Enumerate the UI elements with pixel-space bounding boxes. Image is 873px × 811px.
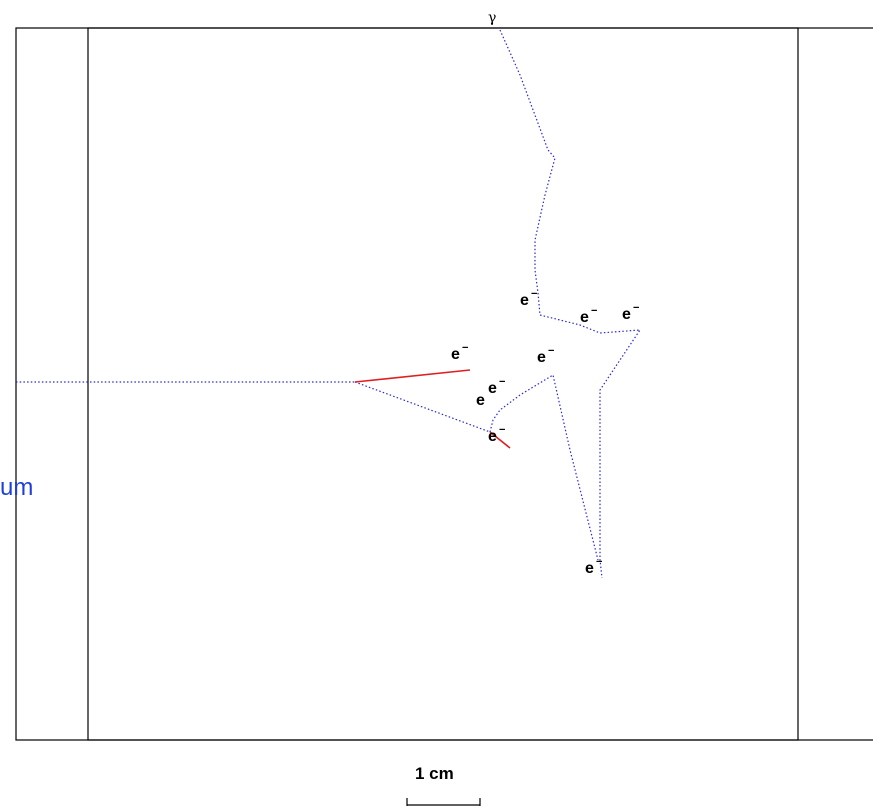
- inner-frame: [87, 27, 799, 741]
- svg-text:e: e: [488, 428, 497, 445]
- svg-text:e: e: [451, 346, 460, 363]
- svg-text:e: e: [537, 349, 546, 366]
- electron-tracks: [354, 369, 511, 449]
- photon-track-middle: [489, 374, 599, 561]
- scale-bar: [406, 798, 481, 806]
- electron-label-6: e −: [488, 376, 505, 397]
- photon-label: γ: [488, 10, 496, 26]
- electron-label-1: e −: [451, 342, 468, 363]
- electron-track-2: [489, 431, 511, 449]
- svg-text:−: −: [499, 376, 505, 388]
- svg-text:−: −: [499, 424, 505, 436]
- svg-text:e: e: [488, 380, 497, 397]
- scale-label: 1 cm: [415, 764, 454, 783]
- electron-label-9: e −: [585, 556, 602, 577]
- svg-text:−: −: [591, 305, 597, 317]
- electron-label-4: e −: [580, 305, 597, 326]
- electron-label-2: e −: [537, 345, 554, 366]
- photon-track-upper: [499, 29, 642, 579]
- svg-text:−: −: [462, 342, 468, 354]
- electron-label-8: e −: [488, 424, 505, 445]
- electron-label-3: e −: [520, 288, 537, 309]
- svg-text:−: −: [531, 288, 537, 300]
- outer-frame: [15, 27, 873, 741]
- svg-text:e: e: [585, 560, 594, 577]
- svg-text:e: e: [580, 309, 589, 326]
- electron-label-7: e: [476, 392, 485, 409]
- side-label: um: [0, 474, 34, 501]
- svg-text:e: e: [476, 392, 485, 409]
- svg-text:−: −: [548, 345, 554, 357]
- svg-text:e: e: [622, 306, 631, 323]
- photon-tracks: [16, 29, 642, 579]
- electron-label-5: e −: [622, 302, 639, 323]
- svg-text:−: −: [633, 302, 639, 314]
- svg-text:−: −: [596, 556, 602, 568]
- photon-track-lower-scatter: [354, 381, 491, 433]
- svg-text:e: e: [520, 292, 529, 309]
- electron-track-1: [354, 369, 471, 383]
